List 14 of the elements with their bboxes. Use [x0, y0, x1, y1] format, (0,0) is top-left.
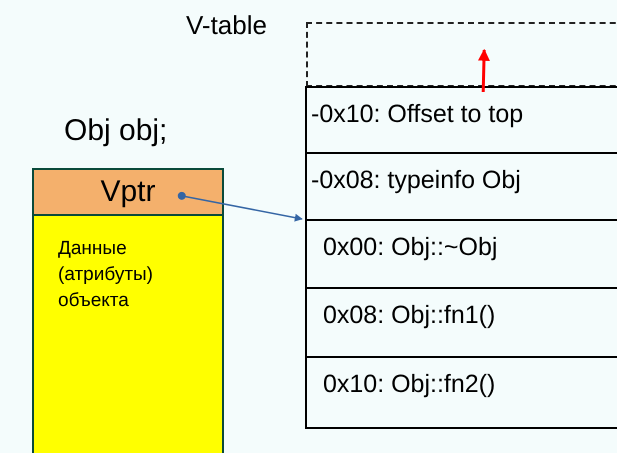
- vptr-field: [32, 168, 224, 216]
- node-text: Данные (атрибуты) объекта: [58, 237, 154, 313]
- node-text: 0x08: Obj::fn1(): [323, 300, 496, 331]
- dashed-table-area: [306, 22, 617, 87]
- node-text: -0x10: Offset to top: [311, 99, 524, 130]
- vtable-row: [305, 356, 617, 429]
- node-text: -0x08: typeinfo Obj: [311, 165, 522, 196]
- vtable-row: [305, 86, 617, 154]
- node-text: Vptr: [100, 177, 156, 207]
- node-text: 0x10: Obj::fn2(): [323, 369, 496, 400]
- object-data-box: [32, 214, 224, 453]
- caption-text: Obj obj;: [64, 113, 168, 149]
- caption-text: V-table: [186, 9, 267, 42]
- node-text: 0x00: Obj::~Obj: [323, 232, 498, 263]
